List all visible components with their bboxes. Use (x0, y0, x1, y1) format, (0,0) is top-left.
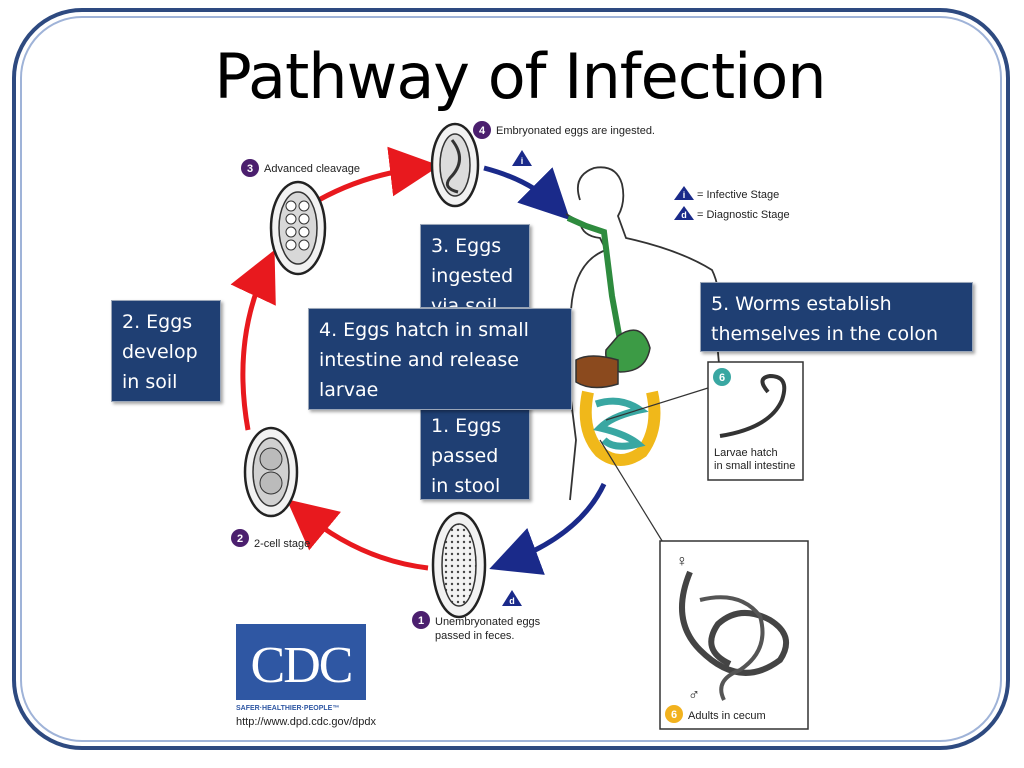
cdc-url: http://www.dpd.cdc.gov/dpdx (236, 716, 377, 728)
egg-unembryonated (431, 511, 487, 619)
stage-badge-6 (665, 705, 683, 723)
stage-badge-5 (713, 368, 731, 386)
legend-diagnostic-icon (674, 206, 694, 220)
stage-2-label: 2-cell stage (254, 538, 310, 550)
arrow-ingestion (483, 165, 571, 221)
callout-eggs-passed: 1. Eggs passed in stool (420, 404, 530, 500)
stage-4-label: Embryonated eggs are ingested. (496, 125, 655, 137)
stage-5-number: 6 (719, 372, 725, 384)
stage-3-number: 3 (247, 163, 253, 175)
callout-eggs-ingested: 3. Eggs ingested via soil (420, 224, 530, 308)
cdc-logo-tagline: SAFER·HEALTHIER·PEOPLE™ (236, 705, 339, 712)
callout-eggs-develop: 2. Eggs develop in soil (111, 300, 221, 402)
legend-infective-icon (674, 186, 694, 200)
female-symbol: ♀ (676, 553, 688, 570)
stage-6-label: Adults in cecum (688, 710, 766, 722)
arrow-2-to-3-cycle (230, 249, 276, 431)
digestive-tract (566, 215, 661, 466)
stage-4-number: 4 (479, 125, 486, 137)
legend-diagnostic-letter: d (681, 210, 687, 220)
diagnostic-marker-letter: d (509, 596, 515, 606)
male-symbol: ♂ (688, 687, 700, 704)
infective-marker-letter: i (521, 156, 524, 166)
egg-embryonated (430, 122, 480, 208)
legend-infective-letter: i (683, 190, 686, 200)
stage-1-label-line-2: passed in feces. (435, 630, 515, 642)
legend: i = Infective Stage d = Diagnostic Stage (674, 186, 790, 221)
egg-two-cell (243, 426, 299, 518)
infective-marker-icon: i (512, 150, 532, 166)
slide-frame-outer (12, 8, 1010, 750)
stage-badge-2 (231, 529, 249, 547)
stage-3-label: Advanced cleavage (264, 163, 360, 175)
slide-frame-inner (20, 16, 1002, 742)
arrow-3-to-4-cycle (308, 146, 440, 208)
stage-1-label-line-1: Unembryonated eggs (435, 616, 541, 628)
egg-advanced-cleavage (269, 180, 327, 276)
diagnostic-marker-icon: d (502, 590, 522, 606)
callout-worms-colon: 5. Worms establish themselves in the col… (700, 282, 973, 352)
stage-badge-3 (241, 159, 259, 177)
legend-infective-text: = Infective Stage (697, 189, 779, 201)
stage-6-box: ♀ ♂ 6 Adults in cecum (659, 540, 809, 730)
slide-title: Pathway of Infection (214, 40, 826, 113)
stage-5-label-line-1: Larvae hatch (714, 447, 778, 459)
stage-badge-1 (412, 611, 430, 629)
callout-eggs-hatch: 4. Eggs hatch in small intestine and rel… (308, 308, 572, 410)
stage-badge-4 (473, 121, 491, 139)
stage-6-number: 6 (671, 709, 677, 721)
arrow-1-to-2-cycle (286, 499, 429, 571)
stage-5-label-line-2: in small intestine (714, 460, 795, 472)
stage-5-box: 6 Larvae hatch in small intestine (707, 361, 804, 481)
arrow-excretion (489, 482, 607, 575)
stage-1-number: 1 (418, 615, 424, 627)
legend-diagnostic-text: = Diagnostic Stage (697, 209, 790, 221)
stage-2-number: 2 (237, 533, 243, 545)
cdc-logo: CDC SAFER·HEALTHIER·PEOPLE™ (236, 624, 366, 712)
cdc-logo-text: CDC (251, 637, 352, 694)
